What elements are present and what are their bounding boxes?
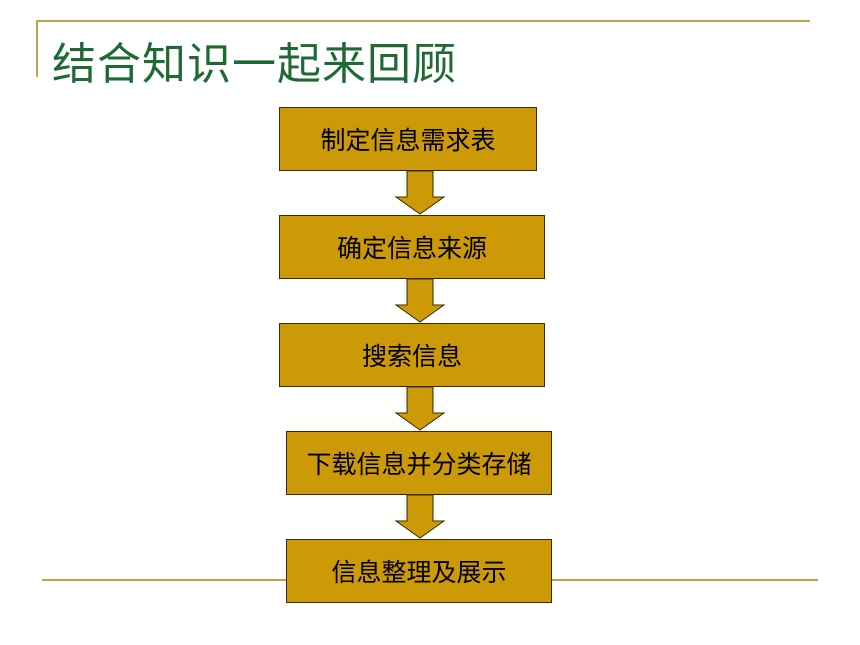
- top-divider-line: [36, 20, 810, 22]
- slide-title: 结合知识一起来回顾: [52, 39, 457, 90]
- flow-step-1: 制定信息需求表: [279, 107, 537, 171]
- flow-step-5: 信息整理及展示: [286, 539, 552, 603]
- down-arrow-icon: [394, 279, 446, 323]
- down-arrow-icon: [394, 495, 446, 539]
- flow-step-4: 下载信息并分类存储: [286, 431, 552, 495]
- flow-step-2: 确定信息来源: [279, 215, 545, 279]
- flow-step-3: 搜索信息: [279, 323, 545, 387]
- down-arrow-icon: [394, 171, 446, 215]
- left-divider-line: [36, 20, 38, 77]
- down-arrow-icon: [394, 387, 446, 431]
